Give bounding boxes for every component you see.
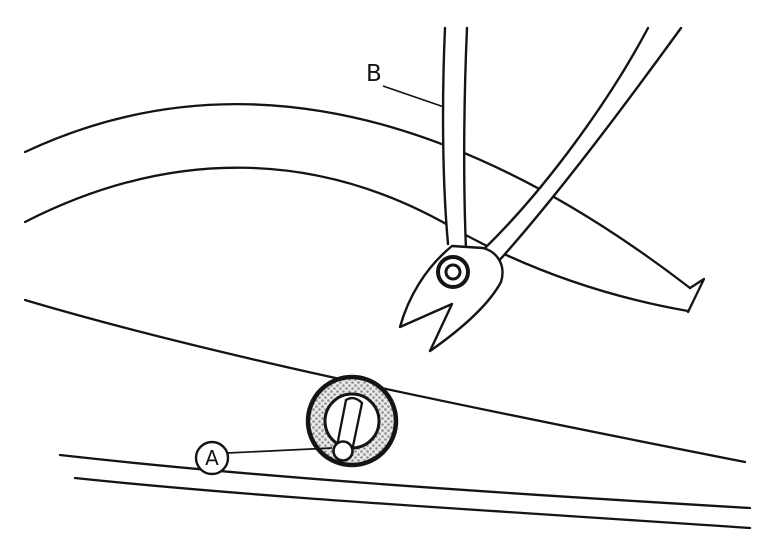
cutter-left-handle-edge-inner (462, 26, 469, 251)
callout-a-leader-line (226, 447, 333, 454)
cutter-left-handle (443, 28, 467, 249)
callout-b-leader-line (382, 85, 445, 108)
rim-arc-middle (23, 298, 747, 464)
rim-arc-upper-inner (23, 166, 690, 313)
tire-rim-contour-lines (23, 103, 752, 530)
rim-arc-lower-inner (73, 476, 752, 530)
rim-break-mark (686, 277, 706, 314)
rim-arc-upper-outer (23, 103, 692, 290)
cutter-left-handle-edge-outer (441, 26, 450, 246)
valve-stem-cap (332, 440, 354, 462)
callout-a: A (194, 440, 333, 476)
valve-stem-grommet (305, 374, 399, 468)
valve-stem-top (344, 396, 364, 405)
rim-arc-lower-outer (58, 453, 752, 510)
callout-b: B (366, 61, 445, 108)
grommet-inner-ring (323, 392, 381, 450)
cutter-jaws (398, 244, 504, 353)
callout-b-label: B (366, 61, 382, 87)
valve-stem-edge-right (350, 401, 364, 453)
cutter-right-handle-edge-outer (481, 26, 650, 252)
cutter-right-handle-edge-inner (495, 26, 683, 265)
valve-stem-edge-left (335, 398, 348, 448)
diagonal-cutters (398, 26, 683, 353)
cutter-right-handle (483, 28, 681, 263)
callout-a-circle (194, 440, 230, 476)
callout-a-label: A (205, 446, 219, 470)
cutter-pivot-hole (444, 263, 462, 281)
